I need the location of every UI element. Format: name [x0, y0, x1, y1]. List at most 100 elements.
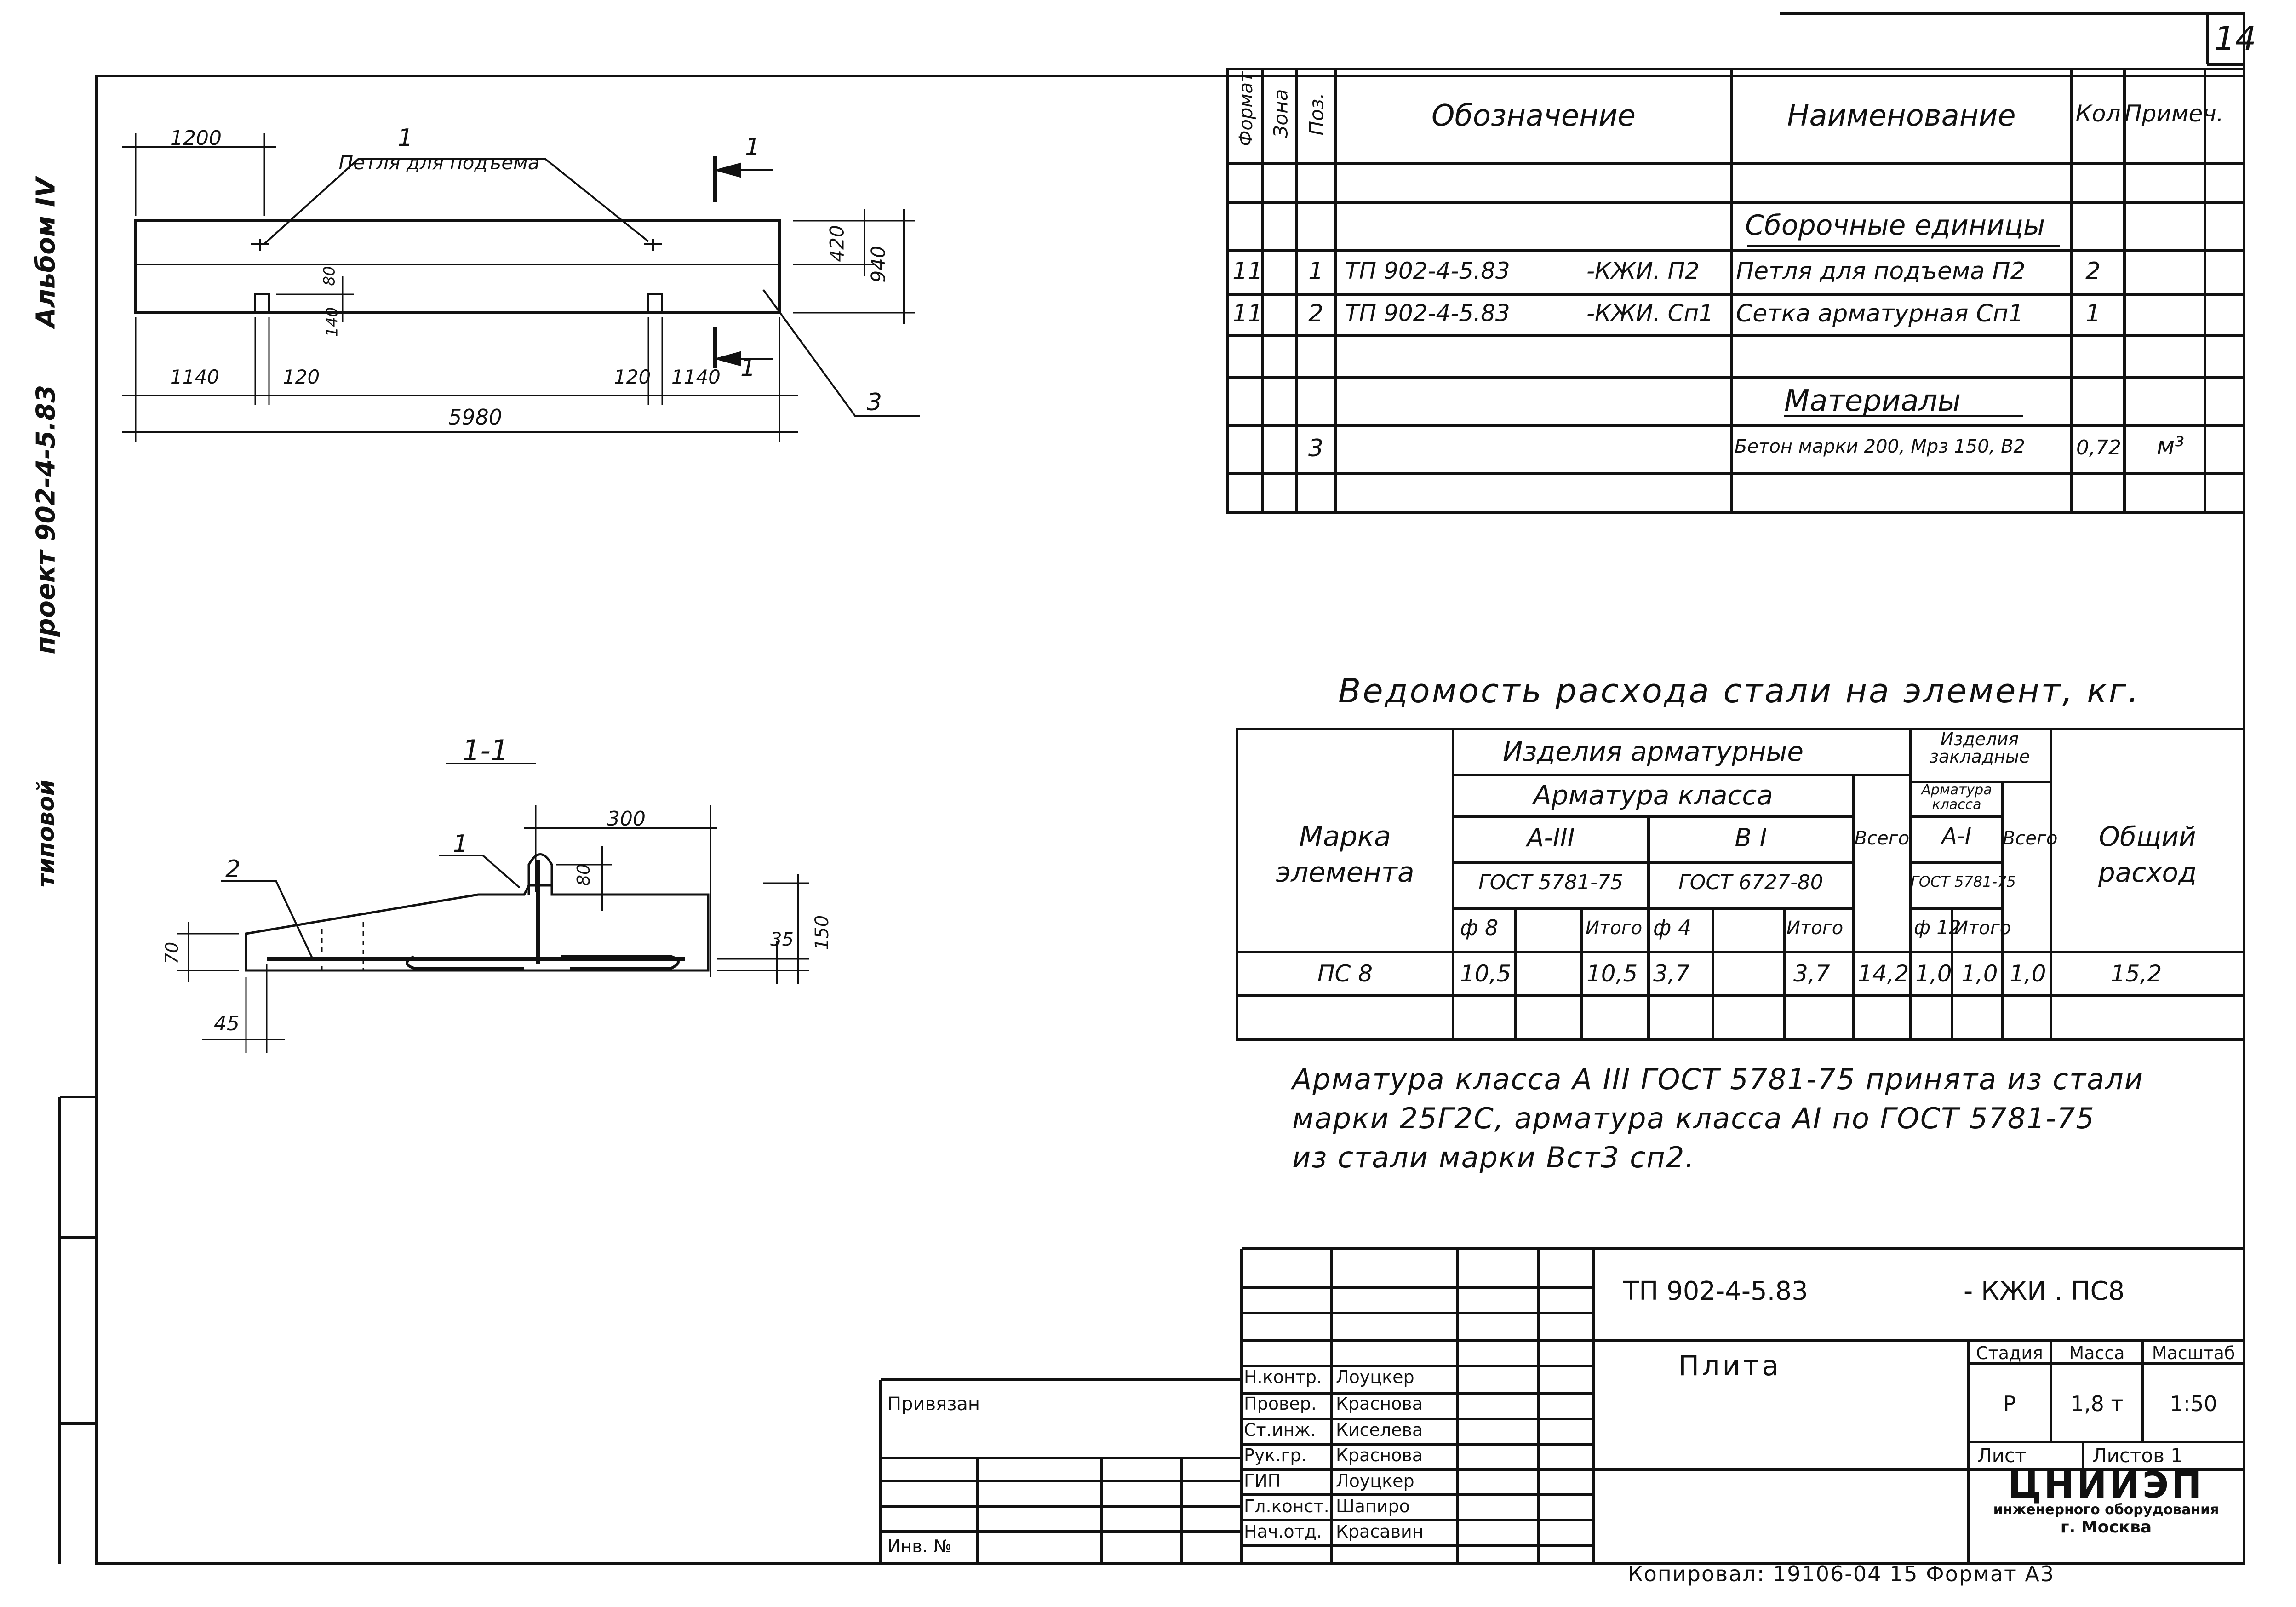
spec-cell-format: 11	[1232, 258, 1263, 285]
spec-cell-format: 11	[1232, 300, 1263, 327]
plan-section-mark-bottom: 1	[740, 354, 756, 382]
spec-header-pos: Поз.	[1305, 92, 1328, 136]
steel-h-a1: А-I	[1941, 823, 1972, 849]
tb-sign-role: Рук.гр.	[1244, 1445, 1307, 1465]
spec-cell-qty: 1	[2085, 300, 2101, 327]
tb-doc-mark: - КЖИ . ПС8	[1964, 1276, 2125, 1306]
steel-h-d12: ф 12	[1914, 916, 1961, 939]
spec-cell-qty: 2	[2085, 258, 2101, 285]
tb-mass-header: Масса	[2069, 1343, 2125, 1363]
steel-cell-mark: ПС 8	[1317, 960, 1373, 987]
note-line: из стали марки Вст3 сп2.	[1292, 1141, 1695, 1174]
tb-doc-code: ТП 902-4-5.83	[1623, 1276, 1808, 1306]
steel-cell-tot1: 14,2	[1858, 960, 1909, 987]
tb-sign-name: Краснова	[1336, 1445, 1423, 1465]
plan-dim-right-h2: 940	[867, 246, 890, 283]
section-dim-left: 70	[162, 941, 183, 964]
spec-cell-pos: 2	[1308, 300, 1324, 327]
tb-sign-name: Красавин	[1336, 1521, 1424, 1542]
note-line: марки 25Г2С, арматура класса АI по ГОСТ …	[1292, 1102, 2095, 1135]
section-dim-loop: 80	[573, 863, 594, 886]
steel-h-rebar-class-embedded: Арматура класса	[1921, 782, 1992, 813]
tb-sheet-header: Лист	[1977, 1444, 2027, 1467]
plan-dim-bottom-left-gap: 120	[283, 366, 320, 388]
spec-cell-qty: 0,72	[2076, 436, 2121, 459]
spec-cell-mark: -КЖИ. Сп1	[1586, 300, 1714, 327]
tb-org-sub: инженерного оборудования	[1993, 1502, 2219, 1518]
steel-h-a3: А-III	[1527, 823, 1575, 852]
tb-inv: Инв. №	[887, 1536, 952, 1556]
tb-sign-role: Ст.инж.	[1244, 1420, 1316, 1440]
spec-cell-pos: 3	[1308, 435, 1324, 462]
spec-cell-name: Петля для подъема П2	[1736, 258, 2026, 285]
tb-sign-name: Краснова	[1336, 1394, 1423, 1414]
plan-dim-bottom-right-gap: 120	[614, 366, 651, 388]
spec-header-note: Примеч.	[2124, 100, 2224, 127]
tb-sign-role: Нач.отд.	[1244, 1521, 1323, 1542]
plan-loop-label: Петля для подъема	[338, 151, 540, 174]
plan-dim-total: 5980	[448, 405, 503, 430]
steel-table-title: Ведомость расхода стали на элемент, кг.	[1338, 671, 2141, 710]
steel-cell-it1: 10,5	[1586, 960, 1638, 987]
steel-h-mark: Марка элемента	[1276, 821, 1414, 889]
tb-sign-name: Лоуцкер	[1336, 1471, 1414, 1491]
sheet-number: 14	[2214, 19, 2256, 58]
tb-sign-role: Провер.	[1244, 1394, 1317, 1414]
plan-callout-1: 1	[398, 124, 413, 152]
steel-h-b1: В I	[1735, 823, 1767, 852]
tb-scale-header: Масштаб	[2152, 1343, 2235, 1363]
tb-stage: Р	[2003, 1391, 2016, 1416]
steel-h-rebar-class: Арматура класса	[1533, 780, 1773, 811]
tb-sheets-header: Листов 1	[2092, 1444, 2183, 1467]
tb-name: Плита	[1678, 1350, 1782, 1382]
plan-section-mark-top: 1	[745, 133, 761, 161]
steel-h-embedded: Изделия закладные	[1929, 729, 2030, 767]
section-title: 1-1	[462, 734, 509, 767]
tb-org-name: ЦНИИЭП	[2008, 1465, 2204, 1506]
tb-mass: 1,8 т	[2070, 1391, 2124, 1416]
steel-cell-tot2: 1,0	[2010, 960, 2046, 987]
steel-h-total1: Всего	[1854, 828, 1910, 849]
tb-sign-role: ГИП	[1244, 1471, 1281, 1491]
steel-cell-it2: 3,7	[1793, 960, 1830, 987]
plan-dim-bottom-left: 1140	[170, 366, 219, 388]
side-label-album: Альбом IV	[31, 177, 61, 328]
tb-sign-name: Лоуцкер	[1336, 1367, 1414, 1387]
spec-cell-name: Сетка арматурная Сп1	[1736, 300, 2024, 327]
side-label-project: проект 902-4-5.83	[31, 385, 61, 654]
section-dim-top: 300	[607, 807, 646, 831]
tb-stage-header: Стадия	[1976, 1343, 2043, 1363]
tb-sign-name: Киселева	[1336, 1420, 1423, 1440]
steel-h-itogo1: Итого	[1586, 918, 1643, 939]
side-label-typical: типовой	[33, 780, 59, 887]
tb-bound: Привязан	[887, 1394, 980, 1415]
copy-footer: Копировал: 19106-04 15 Формат А3	[1628, 1561, 2055, 1586]
plan-callout-3: 3	[867, 389, 882, 416]
spec-cell-mark: -КЖИ. П2	[1586, 258, 1700, 284]
spec-section-assemblies: Сборочные единицы	[1745, 209, 2045, 241]
spec-cell-pos: 1	[1308, 258, 1324, 285]
plan-dim-right-h1: 420	[825, 225, 848, 262]
tb-sign-role: Гл.конст.	[1244, 1496, 1329, 1516]
spec-header-designation: Обозначение	[1431, 99, 1636, 133]
spec-cell-doc: ТП 902-4-5.83	[1345, 258, 1510, 284]
steel-h-d8: ф 8	[1460, 915, 1499, 940]
steel-cell-d4: 3,7	[1653, 960, 1690, 987]
steel-h-gost2: ГОСТ 6727-80	[1678, 871, 1823, 894]
steel-h-gost3: ГОСТ 5781-75	[1911, 873, 2016, 890]
plan-dim-inner-v1: 80	[320, 266, 339, 286]
spec-header-zone: Зона	[1269, 89, 1292, 138]
section-dim-right-h1: 35	[770, 929, 794, 950]
plan-dim-inner-v2: 140	[323, 307, 342, 337]
steel-cell-d12: 1,0	[1915, 960, 1952, 987]
steel-h-overall: Общий расход	[2098, 821, 2197, 888]
steel-cell-d8: 10,5	[1460, 960, 1512, 987]
plan-dim-bottom-right: 1140	[671, 366, 721, 388]
tb-sign-role: Н.контр.	[1244, 1367, 1323, 1387]
plan-dim-left-top: 1200	[170, 126, 222, 150]
section-callout-1: 1	[453, 830, 469, 858]
spec-cell-note: м³	[2157, 432, 2185, 460]
steel-h-d4: ф 4	[1653, 915, 1692, 940]
steel-cell-overall: 15,2	[2111, 960, 2162, 987]
